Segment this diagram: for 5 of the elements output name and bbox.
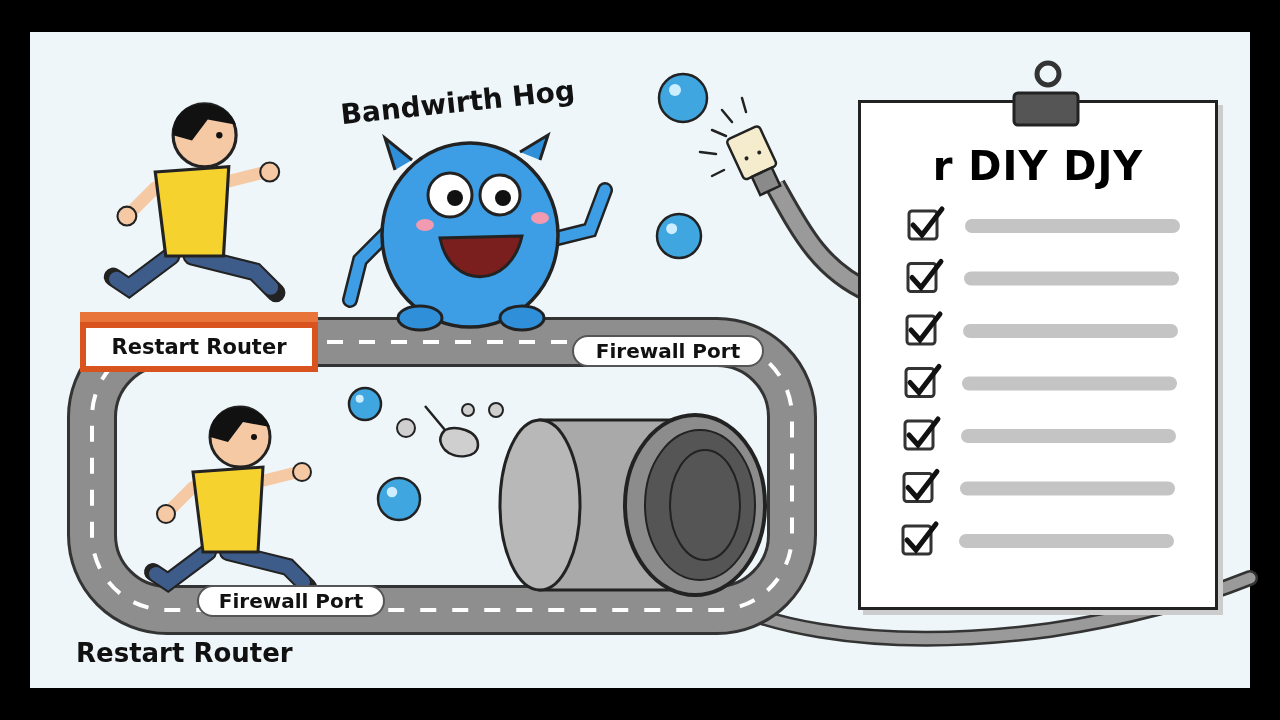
character-name: Bandwirth Hog bbox=[338, 73, 577, 132]
road-label-tag: Firewall Port bbox=[197, 585, 385, 617]
road-label-tag: Firewall Port bbox=[572, 335, 764, 367]
clipboard-heading: r DIY DJY bbox=[931, 143, 1145, 189]
caption-text: Restart Router bbox=[76, 638, 293, 668]
